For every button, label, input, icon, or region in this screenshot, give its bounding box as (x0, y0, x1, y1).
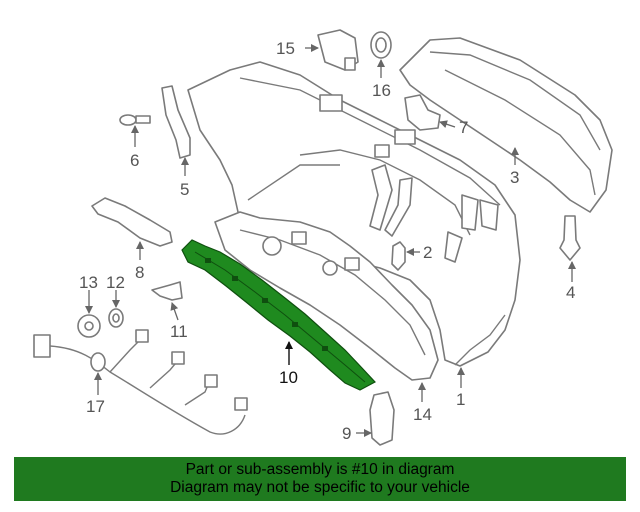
callout-2: 2 (423, 243, 432, 262)
part-6-bolt (119, 114, 151, 126)
part-3-upper-cover (399, 37, 613, 213)
callout-16: 16 (372, 81, 391, 100)
callout-3: 3 (510, 168, 519, 187)
banner-line-2: Diagram may not be specific to your vehi… (170, 479, 470, 496)
leader-lines (85, 44, 576, 437)
part-13-nut (77, 314, 101, 338)
callout-13: 13 (79, 273, 98, 292)
part-10-bracket-highlighted (181, 239, 376, 391)
callout-17: 17 (86, 397, 105, 416)
callout-6: 6 (130, 151, 139, 170)
callout-8: 8 (135, 263, 144, 282)
part-9-bracket (369, 391, 395, 446)
callout-4: 4 (566, 283, 575, 302)
part-2-screw (391, 241, 406, 271)
parts-diagram: 15 16 7 3 6 5 2 4 13 12 8 11 10 1 14 9 1… (33, 29, 613, 446)
part-15-sensor (317, 29, 359, 71)
part-4-clip (559, 215, 581, 261)
callout-14: 14 (413, 405, 432, 424)
callout-9: 9 (342, 424, 351, 443)
part-12-washer (108, 308, 124, 328)
callout-11: 11 (170, 322, 188, 341)
callout-10: 10 (279, 368, 298, 387)
callout-1: 1 (456, 390, 465, 409)
callout-7: 7 (459, 118, 468, 137)
part-17-wiring-harness (33, 329, 248, 435)
callout-15: 15 (276, 39, 295, 58)
part-8-bracket (91, 197, 173, 247)
callout-5: 5 (180, 180, 189, 199)
part-14-absorber (214, 211, 439, 381)
callout-12: 12 (106, 273, 125, 292)
banner-line-1: Part or sub-assembly is #10 in diagram (185, 461, 455, 478)
part-11-stud (151, 281, 183, 301)
part-1-bumper-cover (187, 61, 521, 367)
part-16-ring (370, 31, 392, 59)
part-7-bracket (404, 94, 441, 131)
part-5-seal (161, 85, 191, 159)
info-banner: Part or sub-assembly is #10 in diagram D… (14, 457, 626, 501)
